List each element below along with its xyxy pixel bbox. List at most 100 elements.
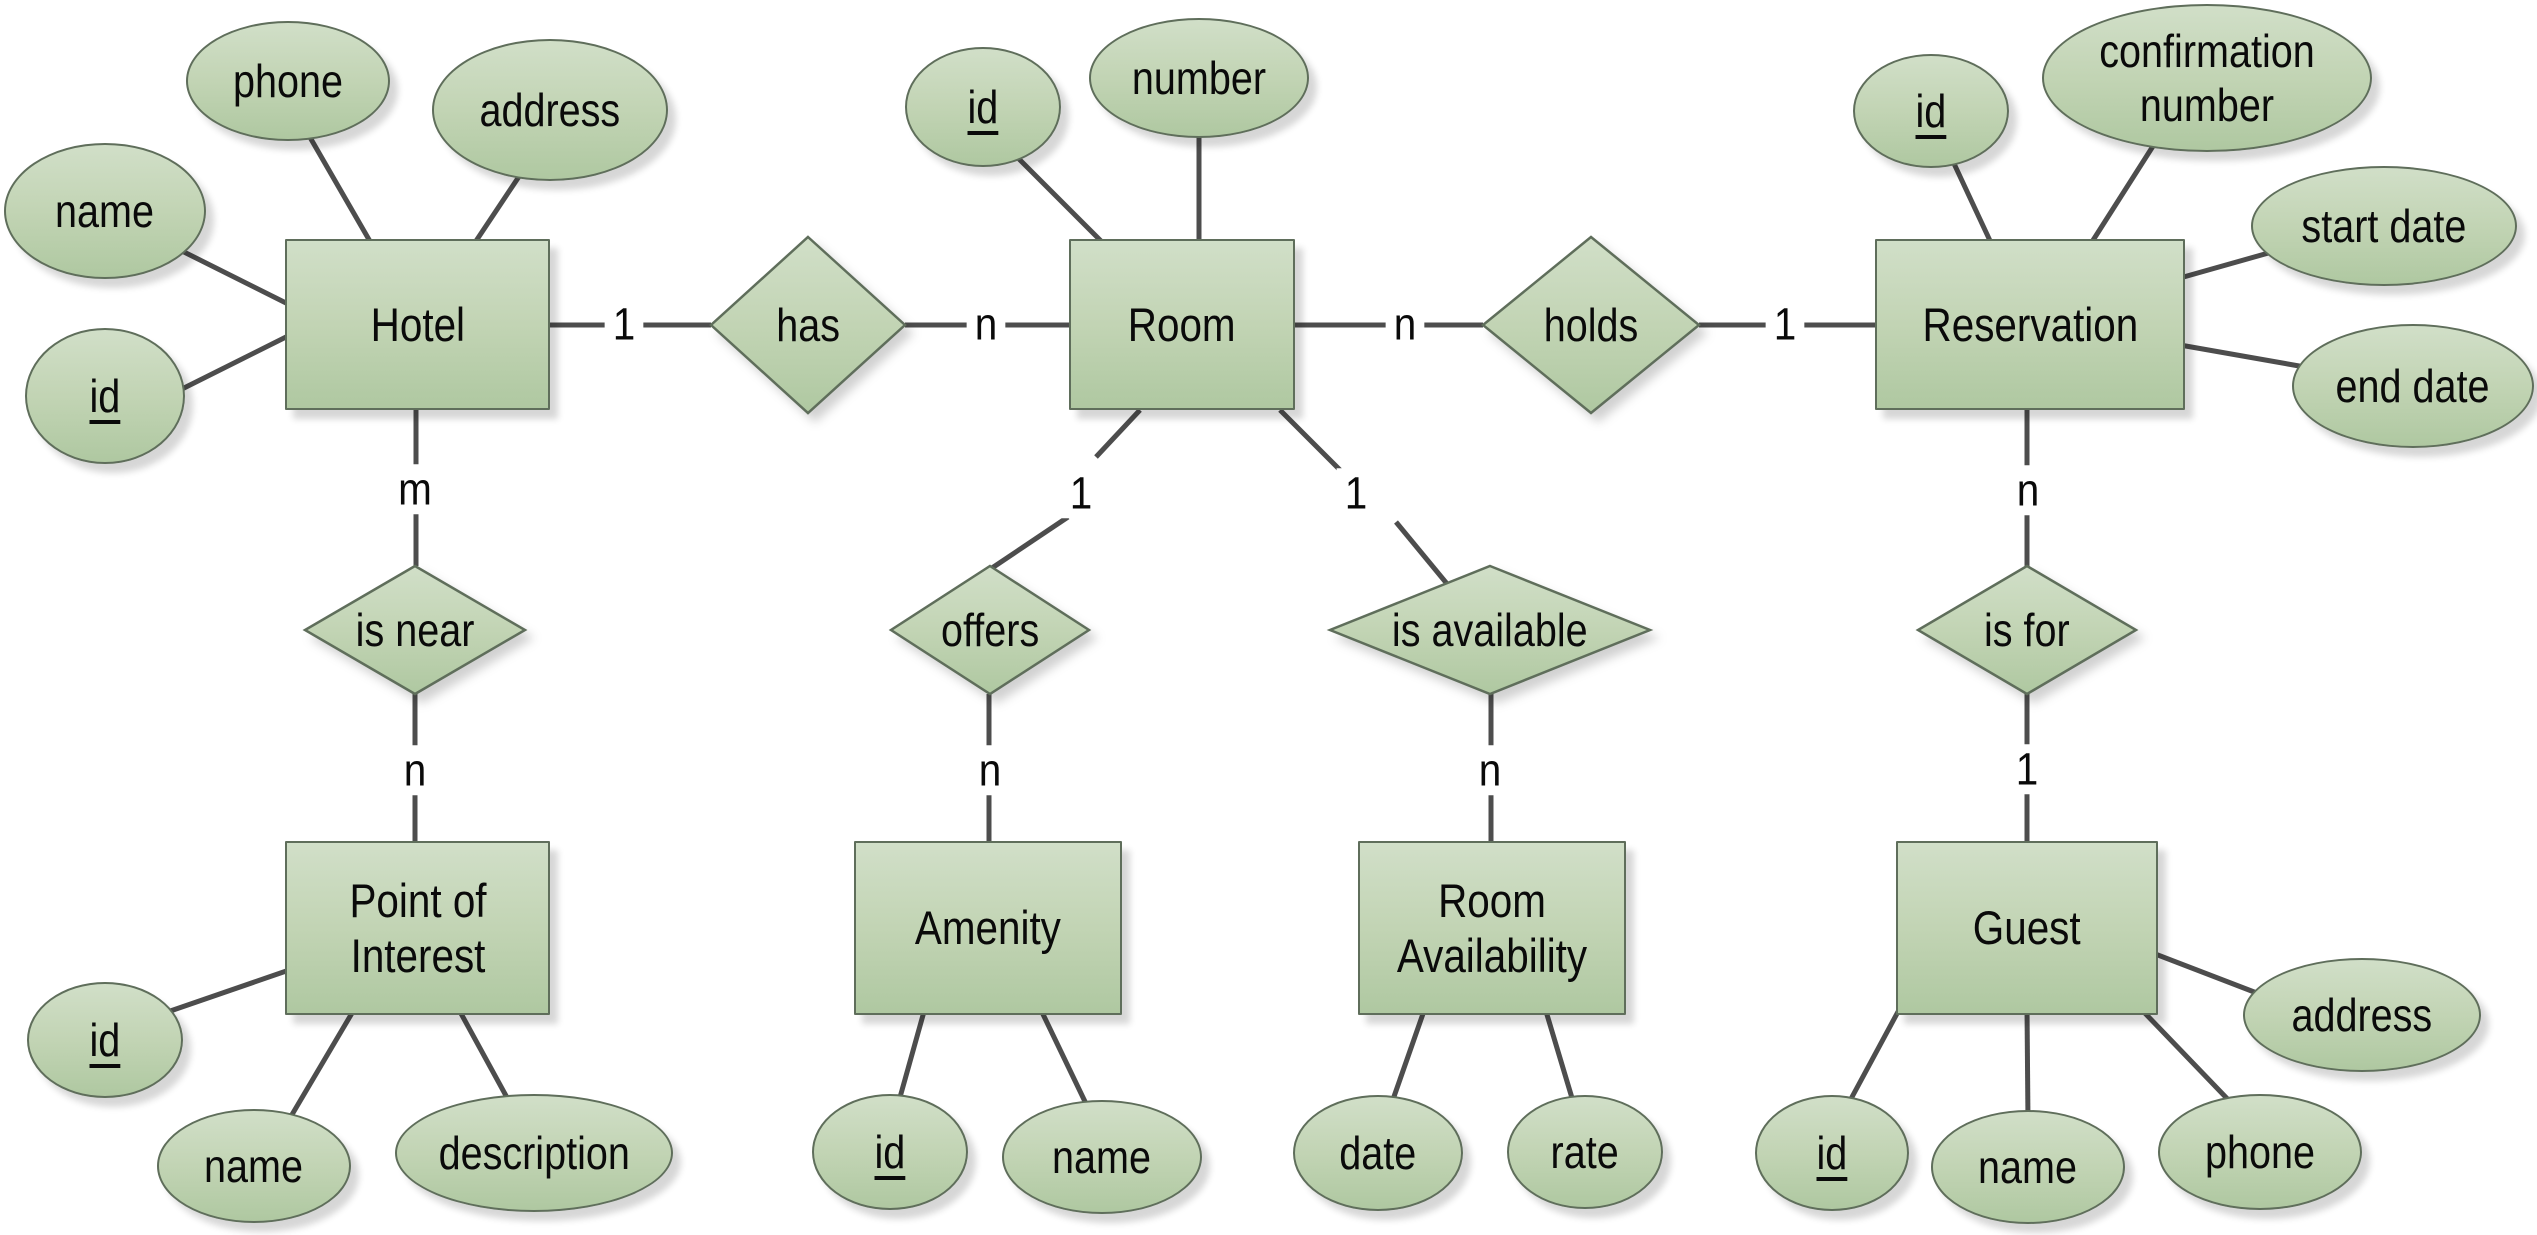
attribute-room-number-label: number [1131,51,1267,104]
attribute-guest-id-label: id [1816,1126,1848,1179]
entity-room-availability: Room Availability [1358,841,1626,1015]
attribute-guest-address: address [2243,958,2481,1072]
connector-poi-name [287,1006,358,1120]
attribute-amenity-id: id [812,1094,968,1210]
attribute-guest-name: name [1931,1110,2125,1224]
attribute-poi-id-label: id [89,1013,121,1066]
attribute-reservation-id: id [1853,54,2009,168]
connector-room-offers-b [990,514,1070,571]
connector-reservation-id [1947,153,1995,247]
attribute-hotel-address-label: address [479,83,621,136]
relationship-offers-labelbox: offers [891,566,1089,694]
connector-amenity-id [894,1007,928,1109]
attribute-guest-address-label: address [2291,988,2433,1041]
cardinality-isfor-guest: 1 [2007,744,2047,794]
relationship-is-available-label: is available [1392,603,1588,656]
attribute-hotel-id: id [25,328,185,464]
attribute-reservation-confirmation-number-label: confirmation number [2099,24,2315,131]
attribute-reservation-start-date-label: start date [2301,199,2467,252]
entity-hotel-label: Hotel [370,297,465,351]
relationship-is-for-label: is for [1984,603,2070,656]
relationship-diamond-holds [1481,235,1701,415]
attribute-hotel-name-label: name [55,184,155,237]
cardinality-holds-reservation: 1 [1765,299,1805,349]
cardinality-room-isavailable: 1 [1336,468,1376,518]
cardinality-reservation-isfor: n [2008,465,2048,515]
cardinality-room-holds: n [1385,299,1425,349]
attribute-room-availability-rate-label: rate [1550,1125,1620,1178]
relationship-offers-label: offers [940,603,1040,656]
attribute-reservation-end-date: end date [2292,324,2534,448]
attribute-poi-name-label: name [204,1139,304,1192]
relationship-is-for-labelbox: is for [1918,566,2136,694]
connector-room-isavailable-b [1394,520,1450,587]
connector-guest-name [2024,1007,2031,1123]
connector-reservation-startdate [2179,249,2273,281]
attribute-guest-id: id [1755,1095,1909,1211]
attribute-guest-phone: phone [2158,1094,2362,1210]
attribute-room-availability-date: date [1293,1095,1463,1211]
relationship-diamond-is-available [1326,564,1654,696]
entity-hotel: Hotel [285,239,550,410]
connector-amenity-name [1037,1006,1093,1114]
entity-point-of-interest-label: Point of Interest [348,873,487,982]
attribute-hotel-id-label: id [89,369,121,422]
cardinality-hotel-has: 1 [604,299,644,349]
attribute-room-id: id [905,47,1061,167]
relationship-is-available-labelbox: is available [1330,566,1650,694]
entity-amenity: Amenity [854,841,1122,1015]
connector-room-isavailable-a [1278,408,1342,472]
entity-reservation: Reservation [1875,239,2185,410]
attribute-room-availability-rate: rate [1507,1095,1663,1209]
connector-guest-phone [2138,1006,2242,1114]
attribute-guest-name-label: name [1978,1140,2078,1193]
attribute-hotel-name: name [4,143,206,279]
entity-guest-label: Guest [1973,901,2081,955]
connector-room-offers-a [1094,408,1142,459]
connector-poi-description [455,1006,513,1105]
cardinality-room-offers: 1 [1061,468,1101,518]
entity-guest: Guest [1896,841,2158,1015]
relationship-diamond-offers [888,564,1092,696]
connector-roomavailability-date [1387,1007,1428,1109]
relationship-holds-label: holds [1543,298,1639,351]
relationship-diamond-is-for [1915,564,2139,696]
relationship-diamond-has [709,235,907,415]
attribute-room-availability-date-label: date [1339,1126,1417,1179]
attribute-hotel-phone-label: phone [232,54,343,107]
cardinality-offers-amenity: n [970,745,1010,795]
relationship-diamond-is-near [302,564,528,696]
connector-guest-address [2149,949,2263,998]
attribute-poi-id: id [27,982,183,1098]
attribute-poi-description-label: description [438,1126,630,1179]
attribute-amenity-id-label: id [874,1125,906,1178]
relationship-has-label: has [776,298,840,351]
cardinality-isnear-poi: n [395,745,435,795]
cardinality-hotel-isnear: m [390,464,440,514]
relationship-holds-labelbox: holds [1483,237,1699,413]
entity-point-of-interest: Point of Interest [285,841,550,1015]
cardinality-isavailable-roomavailability: n [1470,745,1510,795]
relationship-has-labelbox: has [711,237,905,413]
attribute-room-id-label: id [967,80,999,133]
attribute-room-number: number [1089,18,1309,138]
attribute-amenity-name: name [1002,1100,1202,1214]
attribute-poi-description: description [395,1094,673,1212]
attribute-poi-name: name [157,1109,351,1223]
attribute-hotel-address: address [432,39,668,181]
attribute-reservation-end-date-label: end date [2336,359,2490,412]
attribute-amenity-name-label: name [1052,1130,1152,1183]
entity-reservation-label: Reservation [1922,297,2138,351]
entity-room: Room [1069,239,1295,410]
attribute-guest-phone-label: phone [2204,1125,2315,1178]
attribute-reservation-confirmation-number: confirmation number [2042,4,2372,152]
attribute-hotel-phone: phone [186,21,390,141]
cardinality-has-room: n [966,299,1006,349]
entity-room-label: Room [1128,297,1236,351]
entity-room-availability-label: Room Availability [1396,873,1588,982]
connector-poi-id [149,965,296,1021]
entity-amenity-label: Amenity [914,901,1062,955]
